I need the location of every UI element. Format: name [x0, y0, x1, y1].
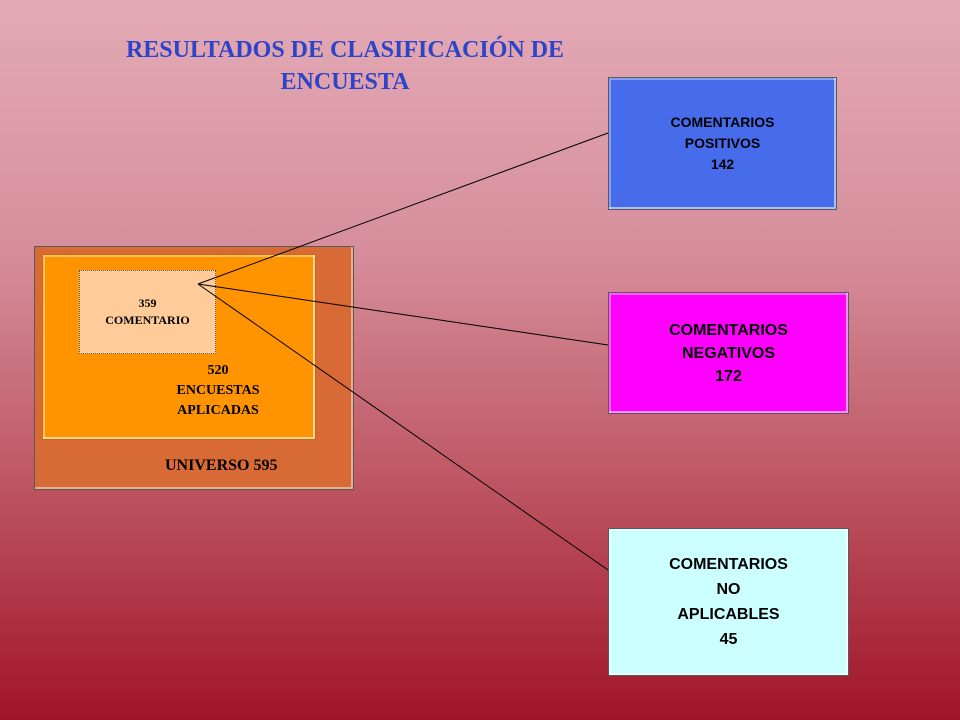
not-applicable-comments-box: COMENTARIOS NO APLICABLES 45	[608, 528, 849, 676]
not-applicable-comments-label: COMENTARIOS NO APLICABLES 45	[669, 552, 788, 652]
positive-comments-label: COMENTARIOS POSITIVOS 142	[671, 112, 775, 175]
negative-comments-label: COMENTARIOS NEGATIVOS 172	[669, 319, 788, 388]
title-line-1: RESULTADOS DE CLASIFICACIÓN DE	[125, 37, 565, 63]
title-line-2: ENCUESTA	[280, 69, 410, 95]
applied-surveys-number: 520	[207, 363, 229, 378]
not-applicable-line-2: NO	[716, 581, 741, 598]
page-title: RESULTADOS DE CLASIFICACIÓN DE ENCUESTA	[90, 34, 600, 98]
applied-surveys-line-2: APLICADAS	[177, 403, 259, 418]
negative-value: 172	[715, 367, 742, 385]
positive-line-2: POSITIVOS	[684, 135, 761, 151]
negative-line-2: NEGATIVOS	[681, 344, 776, 362]
comment-box: 359 COMENTARIO	[79, 270, 216, 354]
positive-line-1: COMENTARIOS	[670, 114, 775, 130]
positive-comments-box: COMENTARIOS POSITIVOS 142	[608, 77, 837, 210]
comment-number: 359	[138, 296, 157, 310]
applied-surveys-label: 520 ENCUESTAS APLICADAS	[153, 361, 283, 421]
negative-line-1: COMENTARIOS	[669, 321, 788, 339]
applied-surveys-line-1: ENCUESTAS	[176, 383, 260, 398]
comment-text: COMENTARIO	[105, 313, 190, 327]
not-applicable-line-1: COMENTARIOS	[669, 556, 788, 573]
not-applicable-line-3: APLICABLES	[677, 606, 780, 623]
positive-value: 142	[710, 156, 735, 172]
comment-label: 359 COMENTARIO	[80, 295, 215, 329]
universe-label: UNIVERSO 595	[165, 457, 278, 474]
negative-comments-box: COMENTARIOS NEGATIVOS 172	[608, 292, 849, 414]
not-applicable-value: 45	[719, 631, 738, 648]
